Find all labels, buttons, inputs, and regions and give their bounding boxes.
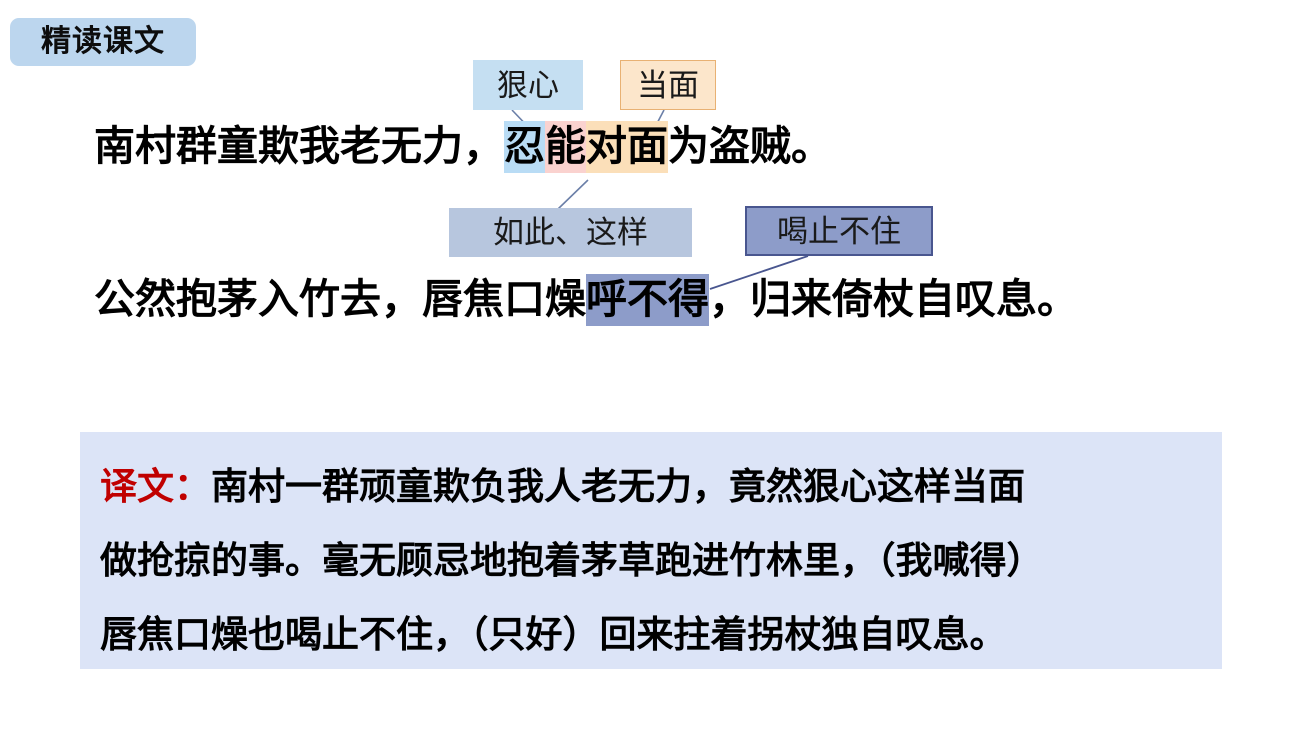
translation-line-2: 做抢掠的事。毫无顾忌地抱着茅草跑进竹林里，（我喊得） xyxy=(100,524,1202,598)
poem-line-1-seg-1: 南村群童欺我老无力， xyxy=(94,123,504,169)
translation-line-2-text: 做抢掠的事。毫无顾忌地抱着茅草跑进竹林里，（我喊得） xyxy=(100,540,1044,581)
translation-line-1: 译文：南村一群顽童欺负我人老无力，竟然狠心这样当面 xyxy=(100,450,1202,524)
poem-line-1-seg-5: 为盗贼。 xyxy=(668,123,832,169)
translation-line-3: 唇焦口燥也喝止不住，（只好）回来拄着拐杖独自叹息。 xyxy=(100,598,1202,672)
annotation-dangmian-label: 当面 xyxy=(637,67,699,103)
translation-label: 译文： xyxy=(100,466,211,507)
translation-line-1-text: 南村一群顽童欺负我人老无力，竟然狠心这样当面 xyxy=(211,466,1025,507)
annotation-hezhi-buzhu-label: 喝止不住 xyxy=(777,213,901,249)
poem-line-2: 公然抱茅入竹去，唇焦口燥呼不得，归来倚杖自叹息。 xyxy=(94,274,1078,326)
annotation-henxin-label: 狠心 xyxy=(497,67,559,103)
annotation-hezhi-buzhu[interactable]: 喝止不住 xyxy=(745,206,933,256)
poem-line-1-seg-4-highlight: 对面 xyxy=(586,121,668,173)
section-title-text: 精读课文 xyxy=(41,25,165,58)
translation-panel: 译文：南村一群顽童欺负我人老无力，竟然狠心这样当面 做抢掠的事。毫无顾忌地抱着茅… xyxy=(80,432,1222,669)
poem-line-2-seg-1: 公然抱茅入竹去，唇焦口燥 xyxy=(94,276,586,322)
poem-line-1: 南村群童欺我老无力，忍能对面为盗贼。 xyxy=(94,121,832,173)
section-title-badge: 精读课文 xyxy=(10,18,196,66)
annotation-ruci-zheyang-label: 如此、这样 xyxy=(493,215,648,250)
annotation-dangmian[interactable]: 当面 xyxy=(620,60,716,110)
poem-line-2-seg-2-highlight: 呼不得 xyxy=(586,274,709,326)
annotation-ruci-zheyang[interactable]: 如此、这样 xyxy=(449,208,692,257)
annotation-henxin[interactable]: 狠心 xyxy=(473,60,583,110)
poem-line-2-seg-3: ，归来倚杖自叹息。 xyxy=(709,276,1078,322)
translation-line-3-text: 唇焦口燥也喝止不住，（只好）回来拄着拐杖独自叹息。 xyxy=(100,614,1007,655)
poem-line-1-seg-3-highlight: 能 xyxy=(545,121,586,173)
connector-ruci xyxy=(557,179,589,210)
poem-line-1-seg-2-highlight: 忍 xyxy=(504,121,545,173)
